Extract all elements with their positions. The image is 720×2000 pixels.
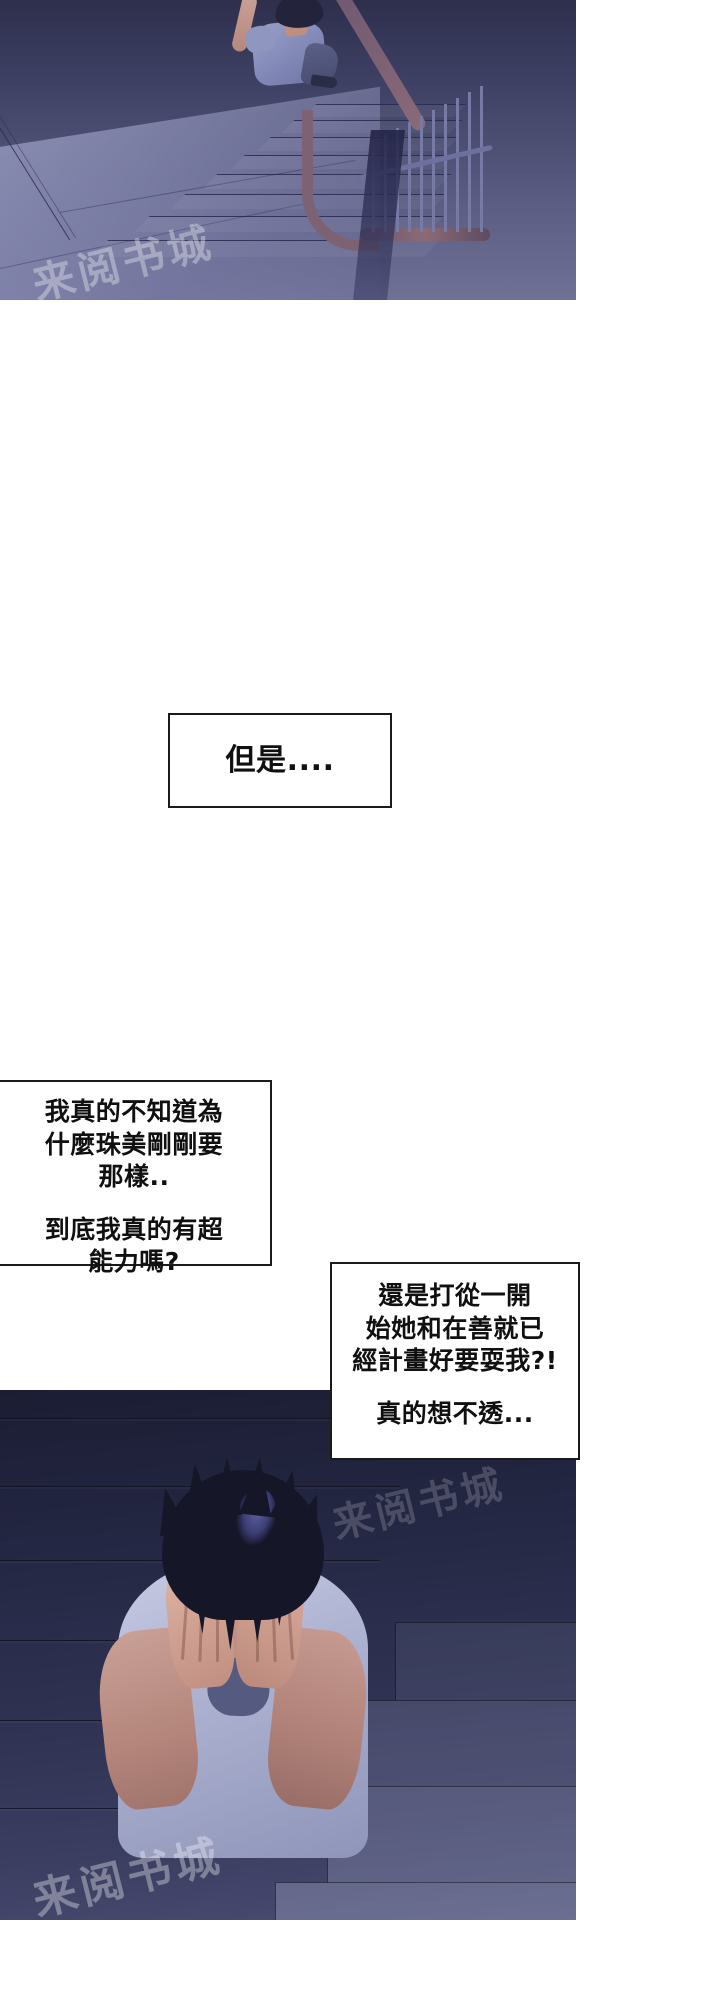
dialogue-line: 我真的不知道為 bbox=[44, 1097, 224, 1126]
baluster bbox=[444, 104, 447, 232]
handrail-curve bbox=[302, 110, 379, 251]
hair bbox=[162, 1470, 324, 1620]
dialogue-line: 真的想不透... bbox=[376, 1398, 534, 1428]
baluster bbox=[408, 122, 411, 232]
baluster bbox=[420, 116, 423, 232]
caption-box-but: 但是.... bbox=[168, 713, 392, 808]
stair-block-lit bbox=[365, 1700, 576, 1787]
panel-stairwell-night-closeup: 来阅书城 来阅书城 bbox=[0, 1390, 576, 1920]
dialogue-box-plan: 還是打從一開 始她和在善就已 經計畫好要耍我?! 真的想不透... bbox=[330, 1262, 580, 1460]
baluster bbox=[456, 98, 459, 232]
baluster bbox=[432, 110, 435, 232]
caption-text-but: 但是.... bbox=[225, 743, 335, 778]
dialogue-line: 經計畫好要耍我?! bbox=[352, 1346, 558, 1375]
panel-stairwell-night-wide: 来阅书城 bbox=[0, 0, 576, 300]
dialogue-line: 能力嗎? bbox=[88, 1247, 180, 1276]
stair-edge bbox=[0, 1418, 420, 1421]
line-gap bbox=[344, 1378, 566, 1398]
dialogue-line: 那樣.. bbox=[98, 1162, 170, 1191]
dialogue-line: 什麼珠美剛剛要 bbox=[44, 1129, 224, 1159]
dialogue-line: 還是打從一開 bbox=[378, 1281, 532, 1310]
baluster bbox=[480, 86, 483, 232]
dialogue-line: 到底我真的有超 bbox=[44, 1214, 224, 1244]
line-gap bbox=[12, 1194, 256, 1214]
character-boy-head-in-hands bbox=[92, 1480, 386, 1920]
dialogue-line: 始她和在善就已 bbox=[365, 1313, 545, 1343]
baluster bbox=[468, 92, 471, 232]
stair-block-lit bbox=[275, 1882, 576, 1920]
dialogue-box-why: 我真的不知道為 什麼珠美剛剛要 那樣.. 到底我真的有超 能力嗎? bbox=[0, 1080, 272, 1276]
stair-block-lit bbox=[395, 1622, 576, 1701]
